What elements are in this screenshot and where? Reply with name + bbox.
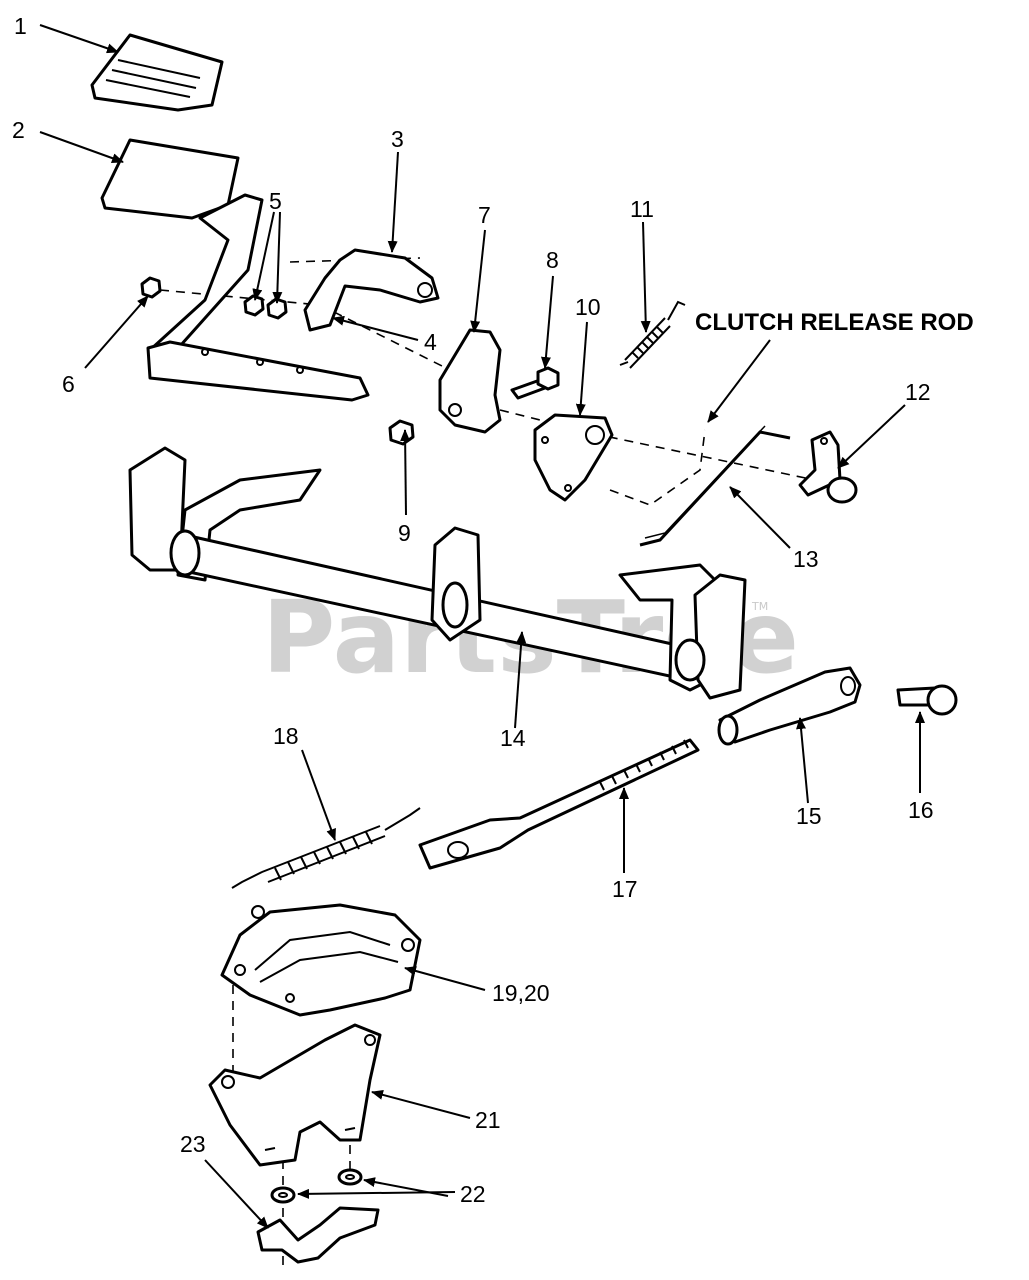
part-1-pedal-pad xyxy=(90,33,224,112)
part-21-mounting-bracket xyxy=(208,1023,382,1167)
part-7-cam xyxy=(438,328,502,434)
clutch-release-rod-label: CLUTCH RELEASE ROD xyxy=(695,309,974,336)
label-part-1: 1 xyxy=(14,13,27,39)
part-number-labels: 1 2 3 4 5 6 7 8 9 10 11 12 13 14 15 16 1… xyxy=(12,13,934,1207)
label-part-15: 15 xyxy=(796,803,822,829)
label-part-13: 13 xyxy=(793,546,819,572)
watermark-trademark: TM xyxy=(751,600,768,613)
label-part-19-20: 19,20 xyxy=(492,980,550,1006)
part-2-pedal xyxy=(100,138,370,402)
part-3-bracket xyxy=(303,248,440,332)
label-part-23: 23 xyxy=(180,1131,206,1157)
label-part-8: 8 xyxy=(546,247,559,273)
leader-lines xyxy=(39,24,925,1229)
label-part-11: 11 xyxy=(630,196,654,222)
label-part-14: 14 xyxy=(500,725,526,751)
label-part-16: 16 xyxy=(908,797,934,823)
part-19-20-lever-assembly xyxy=(220,903,422,1017)
label-part-9: 9 xyxy=(398,520,411,546)
part-23-base-bracket xyxy=(256,1206,380,1264)
label-part-18: 18 xyxy=(273,723,299,749)
part-14-cross-shaft xyxy=(128,446,747,700)
part-15-yoke xyxy=(717,666,862,746)
label-part-12: 12 xyxy=(905,379,931,405)
part-9-nut xyxy=(388,419,415,446)
label-part-6: 6 xyxy=(62,371,75,397)
part-11-spring xyxy=(619,300,686,369)
label-part-5: 5 xyxy=(269,188,282,214)
label-part-4: 4 xyxy=(424,329,437,355)
label-part-2: 2 xyxy=(12,117,25,143)
part-18-spring xyxy=(231,807,421,889)
part-13-rod xyxy=(639,425,791,547)
label-part-3: 3 xyxy=(391,126,404,152)
part-17-threaded-rod xyxy=(418,738,700,870)
part-16-clevis-pin xyxy=(896,684,958,716)
part-5-nuts xyxy=(243,294,288,320)
part-8-bolt xyxy=(510,366,560,400)
part-10-plate xyxy=(533,413,614,502)
label-part-21: 21 xyxy=(475,1107,501,1133)
label-part-17: 17 xyxy=(612,876,638,902)
label-part-10: 10 xyxy=(575,294,601,320)
label-part-7: 7 xyxy=(478,202,491,228)
label-part-22: 22 xyxy=(460,1181,486,1207)
part-12-clevis xyxy=(798,430,858,504)
part-6-nut xyxy=(140,276,162,299)
part-22-washers xyxy=(270,1168,363,1204)
